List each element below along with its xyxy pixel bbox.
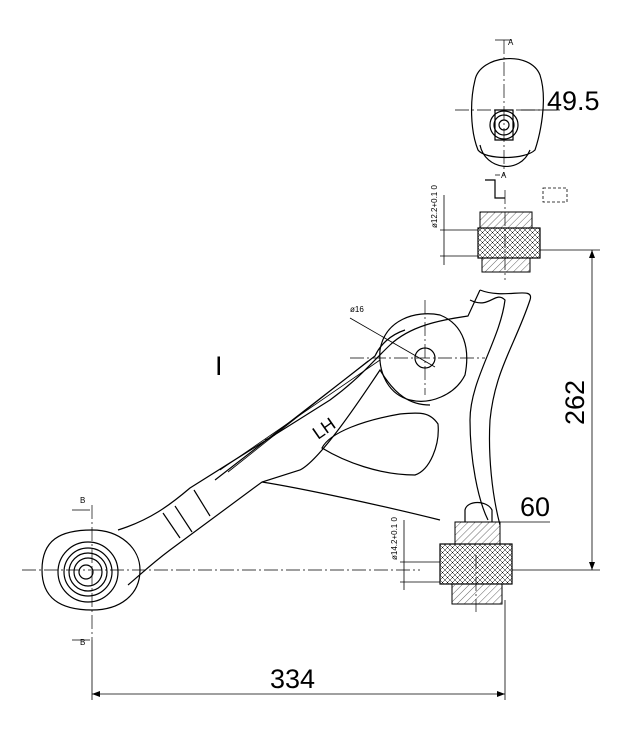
height-dimension: 262 (560, 380, 590, 425)
dimension-lines: 262 334 (91, 249, 600, 700)
section-mark-a-top: A (508, 38, 514, 47)
section-mark-b-top: B (80, 496, 85, 505)
hole-diameter-label: ø16 (350, 305, 364, 314)
front-bush: B B (41, 496, 141, 647)
control-arm-body (117, 289, 532, 586)
rear-bush-section: ø14.2+0.1 0 60 (390, 492, 550, 605)
ball-joint-dimension: 49.5 (547, 86, 600, 116)
rear-bush-bore-label: ø14.2+0.1 0 (390, 517, 399, 560)
view-label: I (215, 351, 223, 381)
hole-boss: ø16 (349, 305, 468, 402)
rear-bush-width-dimension: 60 (520, 492, 550, 522)
section-mark-a-bottom: A (501, 171, 507, 180)
front-bush-bore-label: ø12.2+0.1 0 (430, 185, 439, 228)
length-dimension: 334 (270, 664, 315, 694)
section-mark-b-bottom: B (80, 638, 85, 647)
side-mark: LH (309, 414, 339, 444)
ball-joint: A A 49.5 (470, 38, 600, 180)
upper-bush-section: ø12.2+0.1 0 (430, 179, 568, 273)
